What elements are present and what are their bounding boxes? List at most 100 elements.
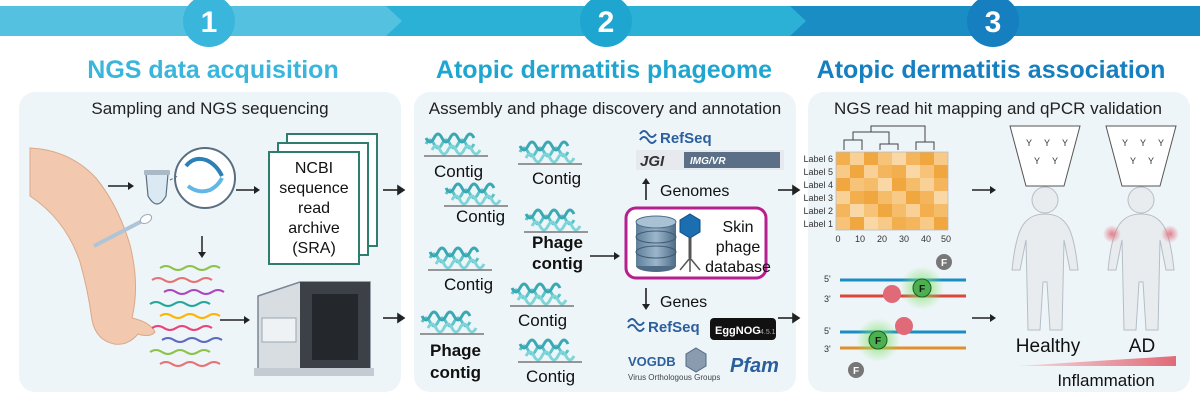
heatmap-cell — [864, 217, 878, 230]
eggnog-logo-text: EggNOG — [715, 325, 761, 337]
ad-body-icon: Y Y Y Y Y — [1103, 125, 1179, 331]
sequencer-machine-icon — [254, 281, 374, 376]
step3-circle — [967, 0, 1019, 47]
heatmap-cell — [892, 217, 906, 230]
vogdb-caption-text: Virus Orthologous Groups — [628, 373, 720, 382]
panel1-subtitle: Sampling and NGS sequencing — [91, 99, 328, 118]
phage-contig-label-1b: contig — [532, 254, 583, 273]
qpcr-top-5prime: 5' — [824, 274, 831, 284]
contig-label-2: Contig — [532, 169, 581, 188]
heatmap-x-tick-3: 20 — [877, 234, 887, 244]
pfam-logo: Pfam — [730, 355, 779, 377]
heatmap-row-label-4: Label 3 — [803, 193, 833, 203]
heatmap-cell — [920, 217, 934, 230]
heatmap-x-tick-5: 40 — [921, 234, 931, 244]
genomes-label: Genomes — [660, 183, 729, 200]
heatmap-cell — [934, 178, 948, 191]
heatmap-cell — [864, 204, 878, 217]
heatmap-cell — [864, 191, 878, 204]
heatmap-cell — [934, 152, 948, 165]
sample-tube-icon — [145, 173, 169, 205]
step-arrows: 1 2 3 — [0, 0, 1200, 47]
heatmap-x-tick-1: 0 — [835, 234, 840, 244]
svg-text:Y: Y — [1148, 156, 1154, 166]
refseq-logo-text-bottom: RefSeq — [648, 319, 700, 336]
svg-text:Y: Y — [1062, 138, 1068, 148]
heatmap-cell — [850, 165, 864, 178]
heatmap-row-label-5: Label 2 — [803, 206, 833, 216]
panel2-subtitle: Assembly and phage discovery and annotat… — [429, 99, 782, 118]
panel3-content: Label 6 Label 5 Label 4 Label 3 Label 2 … — [803, 125, 1179, 390]
phage-contig-label-2b: contig — [430, 363, 481, 382]
step3-number: 3 — [985, 6, 1002, 39]
heatmap-cell — [878, 217, 892, 230]
sra-archive-icon: NCBI sequence read archive (SRA) — [268, 133, 378, 265]
heatmap: Label 6 Label 5 Label 4 Label 3 Label 2 … — [803, 125, 951, 244]
heatmap-cell — [836, 204, 850, 217]
heatmap-row-label-2: Label 5 — [803, 167, 833, 177]
heatmap-cell — [906, 152, 920, 165]
qpcr-bottom-5prime: 5' — [824, 326, 831, 336]
heatmap-cell — [920, 165, 934, 178]
heatmap-cell — [906, 204, 920, 217]
database-line-2: phage — [716, 239, 761, 256]
step1-number: 1 — [201, 6, 218, 39]
qpcr-top-3prime: 3' — [824, 294, 831, 304]
inflammation-gradient-bar — [1016, 356, 1176, 366]
vogdb-logo-text: VOGDB — [628, 354, 676, 369]
heatmap-cell — [934, 165, 948, 178]
imgvr-logo-text: IMG/VR — [690, 156, 726, 167]
step1-title: NGS data acquisition — [87, 56, 338, 84]
heatmap-cell — [836, 191, 850, 204]
swab-icon — [93, 216, 149, 248]
eggnog-version-text: 4.5.1 — [760, 329, 776, 336]
heatmap-cell — [934, 217, 948, 230]
contig-label-5: Contig — [518, 311, 567, 330]
step3-title: Atopic dermatitis association — [817, 56, 1166, 84]
heatmap-cell — [850, 204, 864, 217]
heatmap-cell — [864, 178, 878, 191]
refseq-logo-bottom: RefSeq — [627, 318, 700, 336]
eggnog-logo: EggNOG 4.5.1 — [710, 318, 776, 340]
panel-connector-arrows — [383, 184, 801, 324]
healthy-label: Healthy — [1016, 336, 1081, 357]
step2-number: 2 — [598, 6, 615, 39]
svg-text:Y: Y — [1122, 138, 1128, 148]
heatmap-cell — [836, 178, 850, 191]
heatmap-cell — [878, 204, 892, 217]
heatmap-cell — [878, 165, 892, 178]
dna-magnify-icon — [174, 147, 236, 209]
step1-circle — [183, 0, 235, 47]
dendrogram — [843, 125, 935, 150]
heatmap-cell — [892, 191, 906, 204]
qpcr-bottom-fluor: F — [875, 336, 881, 347]
panel2-content: Contig Contig Contig Phage contig Contig… — [418, 130, 784, 386]
step2-circle — [580, 0, 632, 47]
heatmap-cell — [906, 191, 920, 204]
svg-text:Y: Y — [1140, 138, 1146, 148]
svg-text:Y: Y — [1052, 156, 1058, 166]
heatmap-cell — [920, 191, 934, 204]
jgi-logo-text: JGI — [640, 153, 665, 170]
heatmap-cell — [892, 152, 906, 165]
heatmap-cell — [864, 165, 878, 178]
svg-text:Y: Y — [1026, 138, 1032, 148]
heatmap-cell — [878, 178, 892, 191]
heatmap-cell — [836, 152, 850, 165]
phage-contig-label-2a: Phage — [430, 341, 481, 360]
heatmap-row-label-1: Label 6 — [803, 154, 833, 164]
database-line-3: database — [705, 259, 771, 276]
healthy-body-icon: Y Y Y Y Y — [1009, 125, 1081, 331]
heatmap-cell — [850, 217, 864, 230]
svg-text:Y: Y — [1044, 138, 1050, 148]
panel3-subtitle: NGS read hit mapping and qPCR validation — [834, 99, 1162, 118]
sra-line-3: read — [298, 200, 330, 217]
arm-illustration — [29, 147, 156, 345]
qpcr-bottom-3prime: 3' — [824, 344, 831, 354]
vogdb-logo: VOGDB Virus Orthologous Groups — [628, 347, 720, 382]
database-cylinder-icon — [635, 215, 677, 272]
refseq-logo-top: RefSeq — [639, 130, 712, 147]
ad-label: AD — [1129, 336, 1155, 357]
heatmap-cell — [878, 191, 892, 204]
